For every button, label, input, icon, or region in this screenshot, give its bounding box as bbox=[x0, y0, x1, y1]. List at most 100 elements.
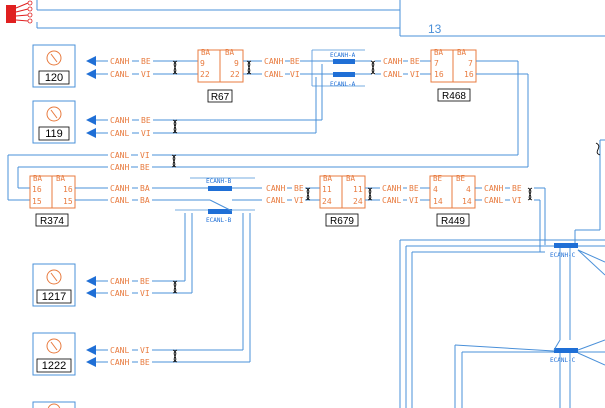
svg-text:BE: BE bbox=[141, 57, 151, 66]
connector-ref: R468 bbox=[442, 91, 466, 102]
svg-text:16: 16 bbox=[464, 70, 474, 79]
svg-text:BA: BA bbox=[33, 174, 43, 183]
svg-text:22: 22 bbox=[230, 70, 240, 79]
svg-text:11: 11 bbox=[322, 185, 332, 194]
svg-text:ECANH-A: ECANH-A bbox=[330, 52, 356, 59]
svg-text:BE: BE bbox=[140, 277, 150, 286]
svg-text:ECANL-C: ECANL-C bbox=[550, 357, 576, 364]
svg-text:15: 15 bbox=[32, 197, 42, 206]
svg-text:CANH: CANH bbox=[110, 358, 129, 367]
svg-text:22: 22 bbox=[200, 70, 210, 79]
svg-text:7: 7 bbox=[434, 59, 439, 68]
svg-text:VI: VI bbox=[512, 196, 522, 205]
svg-text:VI: VI bbox=[294, 196, 304, 205]
svg-text:BE: BE bbox=[140, 163, 150, 172]
splice-b: ECANH-B ECANL-B bbox=[175, 177, 262, 362]
svg-text:15: 15 bbox=[63, 197, 73, 206]
splice-c: ECANH-C ECANL-C bbox=[399, 139, 605, 408]
connector-r679[interactable]: BA BA 11 24 11 24 R679 bbox=[319, 174, 366, 227]
ecu-1222-pins: CANL VI CANH BE bbox=[86, 345, 250, 367]
svg-text:4: 4 bbox=[433, 185, 438, 194]
return-bus: CANL VI CANH BE bbox=[7, 151, 528, 201]
svg-text:BE: BE bbox=[512, 184, 522, 193]
connector-ref: R67 bbox=[211, 92, 230, 103]
svg-text:CANL: CANL bbox=[110, 70, 129, 79]
svg-text:BA: BA bbox=[56, 174, 66, 183]
splice-a: ECANH-A ECANL-A bbox=[311, 49, 372, 133]
ecu-partial-bottom bbox=[32, 401, 76, 408]
svg-text:CANH: CANH bbox=[110, 163, 129, 172]
svg-text:BE: BE bbox=[409, 184, 419, 193]
twisted-pair-icon bbox=[172, 280, 178, 294]
svg-text:CANH: CANH bbox=[266, 184, 285, 193]
ecu-symbol-icon bbox=[46, 106, 62, 122]
ecu-120[interactable]: 120 bbox=[32, 44, 76, 88]
svg-text:CANL: CANL bbox=[383, 70, 402, 79]
twisted-pair-icon bbox=[172, 349, 178, 363]
svg-text:11: 11 bbox=[353, 185, 363, 194]
svg-text:24: 24 bbox=[353, 197, 363, 206]
svg-text:VI: VI bbox=[290, 70, 300, 79]
ecu-1217[interactable]: 1217 bbox=[32, 263, 76, 307]
ecu-1222[interactable]: 1222 bbox=[32, 332, 76, 376]
svg-text:BA: BA bbox=[225, 48, 235, 57]
svg-text:16: 16 bbox=[32, 185, 42, 194]
svg-text:CANH: CANH bbox=[110, 57, 129, 66]
ecu-symbol-icon bbox=[46, 338, 62, 354]
svg-text:VI: VI bbox=[141, 70, 151, 79]
svg-text:BE: BE bbox=[456, 174, 466, 183]
svg-text:ECANL-B: ECANL-B bbox=[206, 217, 232, 224]
connector-r374[interactable]: BA BA 16 15 16 15 R374 bbox=[29, 174, 76, 227]
svg-text:BA: BA bbox=[323, 174, 333, 183]
svg-text:CANH: CANH bbox=[110, 277, 129, 286]
svg-text:BA: BA bbox=[140, 184, 150, 193]
svg-text:BE: BE bbox=[294, 184, 304, 193]
svg-text:CANH: CANH bbox=[264, 57, 283, 66]
svg-text:VI: VI bbox=[140, 346, 150, 355]
svg-text:14: 14 bbox=[462, 197, 472, 206]
svg-text:CANL: CANL bbox=[382, 196, 401, 205]
svg-text:ECANH-B: ECANH-B bbox=[206, 178, 232, 185]
svg-text:24: 24 bbox=[322, 197, 332, 206]
ecu-119[interactable]: 119 bbox=[32, 100, 76, 144]
svg-text:BA: BA bbox=[434, 48, 444, 57]
svg-text:16: 16 bbox=[434, 70, 444, 79]
connector-ref: R374 bbox=[40, 216, 64, 227]
svg-text:BA: BA bbox=[346, 174, 356, 183]
svg-text:BE: BE bbox=[141, 116, 151, 125]
connector-r67[interactable]: BA BA 9 22 9 22 R67 bbox=[197, 48, 244, 103]
svg-text:CANL: CANL bbox=[266, 196, 285, 205]
ecu-id: 119 bbox=[45, 128, 63, 140]
svg-text:VI: VI bbox=[140, 289, 150, 298]
svg-text:CANH: CANH bbox=[110, 184, 129, 193]
svg-text:VI: VI bbox=[410, 70, 420, 79]
svg-text:CANL: CANL bbox=[110, 129, 129, 138]
r679-to-r449: CANH BE CANL VI bbox=[365, 184, 430, 205]
r449-out: CANH BE CANL VI bbox=[475, 184, 546, 252]
svg-text:CANL: CANL bbox=[110, 151, 129, 160]
top-frame: 13 bbox=[6, 0, 605, 37]
connector-r449[interactable]: BE BE 4 14 4 14 R449 bbox=[429, 174, 476, 227]
svg-text:ECANL-A: ECANL-A bbox=[330, 81, 356, 88]
svg-text:CANL: CANL bbox=[264, 70, 283, 79]
svg-text:CANL: CANL bbox=[484, 196, 503, 205]
ecu-119-pins: CANH BE CANL VI bbox=[86, 115, 322, 138]
svg-text:CANH: CANH bbox=[382, 184, 401, 193]
svg-text:CANL: CANL bbox=[110, 196, 129, 205]
svg-text:BE: BE bbox=[290, 57, 300, 66]
svg-text:VI: VI bbox=[141, 129, 151, 138]
svg-text:4: 4 bbox=[466, 185, 471, 194]
svg-text:VI: VI bbox=[409, 196, 419, 205]
r67-to-splice-a: CANH BE CANL VI bbox=[243, 57, 333, 79]
svg-text:ECANH-C: ECANH-C bbox=[550, 252, 576, 259]
connector-r468[interactable]: BA BA 7 16 7 16 R468 bbox=[430, 48, 477, 102]
ecu-symbol-icon bbox=[46, 269, 62, 285]
svg-text:CANH: CANH bbox=[110, 116, 129, 125]
twisted-pair-icon bbox=[172, 119, 178, 134]
connector-ref: R679 bbox=[330, 216, 354, 227]
svg-text:BA: BA bbox=[457, 48, 467, 57]
svg-text:BE: BE bbox=[433, 174, 443, 183]
connector-ref: R449 bbox=[441, 216, 465, 227]
r374-to-splice-b: CANH BA CANL BA bbox=[75, 184, 210, 205]
